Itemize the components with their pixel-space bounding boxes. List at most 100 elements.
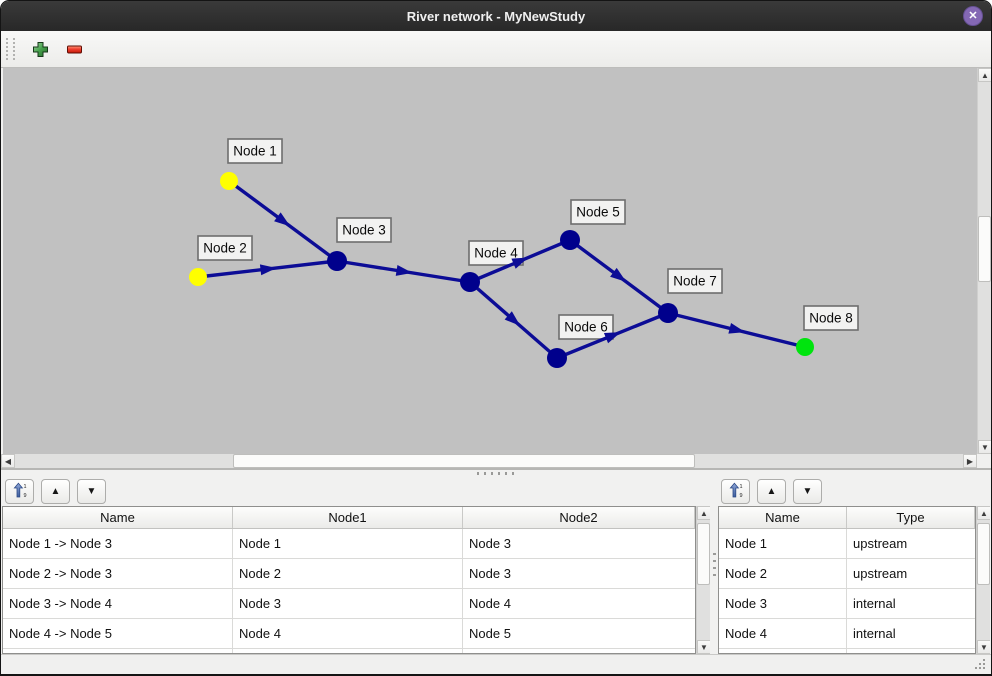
river-node[interactable] xyxy=(460,272,480,292)
sort-button[interactable]: 1 9 xyxy=(721,479,750,504)
column-header[interactable]: Node2 xyxy=(463,507,695,528)
node-label-text: Node 6 xyxy=(564,320,608,335)
table-cell[interactable]: Node 2 xyxy=(719,559,847,588)
titlebar[interactable]: River network - MyNewStudy ✕ xyxy=(1,1,991,31)
close-icon: ✕ xyxy=(968,10,978,22)
scroll-down-icon[interactable]: ▼ xyxy=(978,440,991,454)
table-cell[interactable]: Node 1 xyxy=(233,529,463,558)
table-cell[interactable] xyxy=(719,649,847,653)
river-node[interactable] xyxy=(220,172,238,190)
scroll-left-icon[interactable]: ◀ xyxy=(1,454,15,468)
flow-direction-arrow-icon xyxy=(259,264,277,276)
column-header[interactable]: Node1 xyxy=(233,507,463,528)
vertical-splitter[interactable] xyxy=(710,476,718,654)
scrollbar-corner xyxy=(977,454,991,468)
table-cell[interactable]: upstream xyxy=(853,566,908,581)
table-cell[interactable]: upstream xyxy=(853,536,908,551)
node-label-text: Node 4 xyxy=(474,246,518,261)
scroll-thumb[interactable] xyxy=(233,454,695,468)
table-cell[interactable]: Node 1 xyxy=(719,529,847,558)
remove-branch-button[interactable] xyxy=(64,39,85,60)
move-down-button[interactable]: ▼ xyxy=(77,479,106,504)
table-cell[interactable]: Node 1 -> Node 3 xyxy=(3,529,233,558)
river-node[interactable] xyxy=(796,338,814,356)
svg-text:9: 9 xyxy=(23,493,26,498)
add-branch-button[interactable] xyxy=(30,39,51,60)
table-row[interactable]: Node 1 upstream xyxy=(719,529,975,559)
scroll-right-icon[interactable]: ▶ xyxy=(963,454,977,468)
node-label[interactable]: Node 3 xyxy=(336,217,392,243)
sort-1-9-icon: 1 9 xyxy=(728,482,744,501)
table-row[interactable]: Node 4 internal xyxy=(719,619,975,649)
scroll-thumb[interactable] xyxy=(977,523,990,585)
table-cell[interactable]: Node 2 -> Node 3 xyxy=(3,559,233,588)
river-node[interactable] xyxy=(189,268,207,286)
flow-direction-arrow-icon xyxy=(728,322,746,334)
table-cell[interactable]: Node 3 xyxy=(233,589,463,618)
node-label[interactable]: Node 1 xyxy=(227,138,283,164)
column-header[interactable]: Name xyxy=(719,507,847,528)
table-row[interactable] xyxy=(3,649,695,653)
table-cell[interactable]: Node 2 xyxy=(233,559,463,588)
horizontal-splitter[interactable] xyxy=(1,468,991,476)
toolbar-drag-handle[interactable] xyxy=(6,38,15,60)
scroll-down-icon[interactable]: ▼ xyxy=(697,640,710,654)
scroll-up-icon[interactable]: ▲ xyxy=(977,506,990,520)
move-up-button[interactable]: ▲ xyxy=(41,479,70,504)
canvas-horizontal-scrollbar[interactable]: ◀ ▶ xyxy=(1,454,991,468)
table-cell[interactable]: Node 3 -> Node 4 xyxy=(3,589,233,618)
table-cell[interactable]: Node 3 xyxy=(719,589,847,618)
node-label[interactable]: Node 4 xyxy=(468,240,524,266)
move-up-button[interactable]: ▲ xyxy=(757,479,786,504)
flow-direction-arrow-icon xyxy=(511,257,529,269)
node-label[interactable]: Node 8 xyxy=(803,305,859,331)
table-cell[interactable]: internal xyxy=(853,596,896,611)
scroll-thumb[interactable] xyxy=(697,523,710,585)
branches-toolbar: 1 9 ▲ ▼ xyxy=(2,476,710,506)
table-cell[interactable]: Node 3 xyxy=(469,536,511,551)
table-cell[interactable]: Node 4 xyxy=(233,619,463,648)
river-node[interactable] xyxy=(327,251,347,271)
table-cell[interactable]: internal xyxy=(853,626,896,641)
river-node[interactable] xyxy=(560,230,580,250)
sort-button[interactable]: 1 9 xyxy=(5,479,34,504)
scroll-thumb[interactable] xyxy=(978,216,991,282)
canvas-vertical-scrollbar[interactable]: ▲ ▼ xyxy=(977,68,991,454)
table-row[interactable]: Node 3 internal xyxy=(719,589,975,619)
nodes-table-scrollbar[interactable]: ▲ ▼ xyxy=(976,506,990,654)
branches-table-scrollbar[interactable]: ▲ ▼ xyxy=(696,506,710,654)
table-cell[interactable]: Node 4 xyxy=(719,619,847,648)
up-arrow-icon: ▲ xyxy=(766,486,777,497)
node-label[interactable]: Node 7 xyxy=(667,268,723,294)
scroll-up-icon[interactable]: ▲ xyxy=(697,506,710,520)
table-cell[interactable] xyxy=(233,649,463,653)
close-button[interactable]: ✕ xyxy=(963,6,983,26)
scroll-up-icon[interactable]: ▲ xyxy=(978,68,991,82)
table-cell[interactable]: Node 5 xyxy=(469,626,511,641)
flow-direction-arrow-icon xyxy=(504,311,521,326)
node-label[interactable]: Node 6 xyxy=(558,314,614,340)
table-cell[interactable]: Node 3 xyxy=(469,566,511,581)
node-label[interactable]: Node 2 xyxy=(197,235,253,261)
river-node[interactable] xyxy=(658,303,678,323)
table-row[interactable] xyxy=(719,649,975,653)
table-cell[interactable]: Node 4 -> Node 5 xyxy=(3,619,233,648)
river-node[interactable] xyxy=(547,348,567,368)
table-row[interactable]: Node 2 upstream xyxy=(719,559,975,589)
column-header[interactable]: Type xyxy=(847,507,975,528)
status-bar xyxy=(1,654,991,674)
table-cell[interactable]: Node 4 xyxy=(469,596,511,611)
table-cell[interactable] xyxy=(3,649,233,653)
column-header[interactable]: Name xyxy=(3,507,233,528)
move-down-button[interactable]: ▼ xyxy=(793,479,822,504)
resize-grip[interactable] xyxy=(983,667,985,669)
scroll-down-icon[interactable]: ▼ xyxy=(977,640,990,654)
node-label[interactable]: Node 5 xyxy=(570,199,626,225)
network-canvas[interactable]: Node 1 Node 2 Node 3 Node 4 Node 5 Node 6 Node… xyxy=(3,68,977,454)
